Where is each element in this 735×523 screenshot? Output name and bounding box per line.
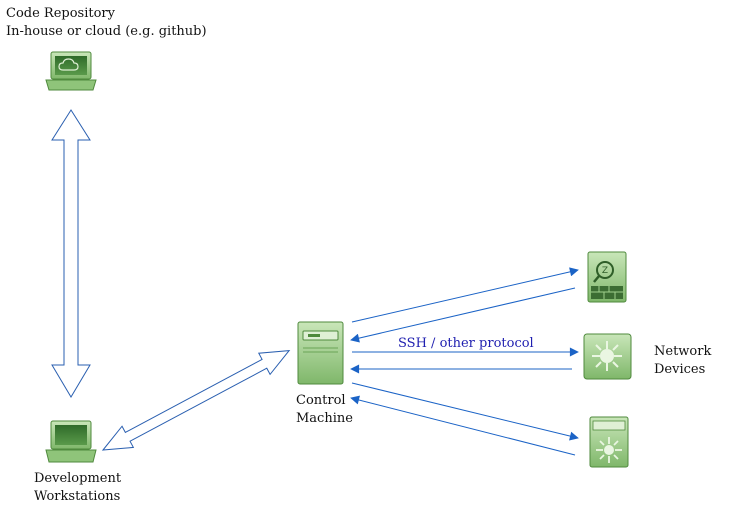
workstations-label-line1: Development bbox=[34, 471, 122, 486]
server-icon bbox=[297, 321, 344, 385]
repo-label-line1: Code Repository bbox=[6, 6, 115, 21]
firewall-to-control-arrow bbox=[350, 287, 576, 343]
workstation-control-double-arrow bbox=[101, 350, 291, 451]
repo-workstation-double-arrow bbox=[51, 109, 91, 398]
repo-label-line2: In-house or cloud (e.g. github) bbox=[6, 24, 207, 39]
workstations-label-line2: Workstations bbox=[34, 489, 121, 504]
network-label: Network Devices bbox=[654, 343, 711, 379]
control-label-line1: Control bbox=[296, 393, 346, 408]
switch-icon bbox=[589, 416, 629, 468]
repo-label: Code Repository In-house or cloud (e.g. … bbox=[6, 5, 207, 41]
protocol-label: SSH / other protocol bbox=[398, 336, 534, 351]
workstations-label: Development Workstations bbox=[34, 470, 121, 506]
control-label-line2: Machine bbox=[296, 411, 353, 426]
network-label-line1: Network bbox=[654, 344, 712, 359]
cloud-laptop-icon bbox=[45, 51, 97, 91]
control-to-firewall-arrow bbox=[351, 267, 579, 323]
control-label: Control Machine bbox=[296, 392, 353, 428]
router-icon bbox=[583, 333, 632, 380]
firewall-icon: Z bbox=[587, 251, 627, 303]
control-to-switch-arrow bbox=[351, 382, 579, 441]
laptop-icon bbox=[45, 420, 97, 463]
network-label-line2: Devices bbox=[654, 362, 706, 377]
svg-text:Z: Z bbox=[602, 266, 608, 276]
switch-to-control-arrow bbox=[350, 395, 576, 456]
